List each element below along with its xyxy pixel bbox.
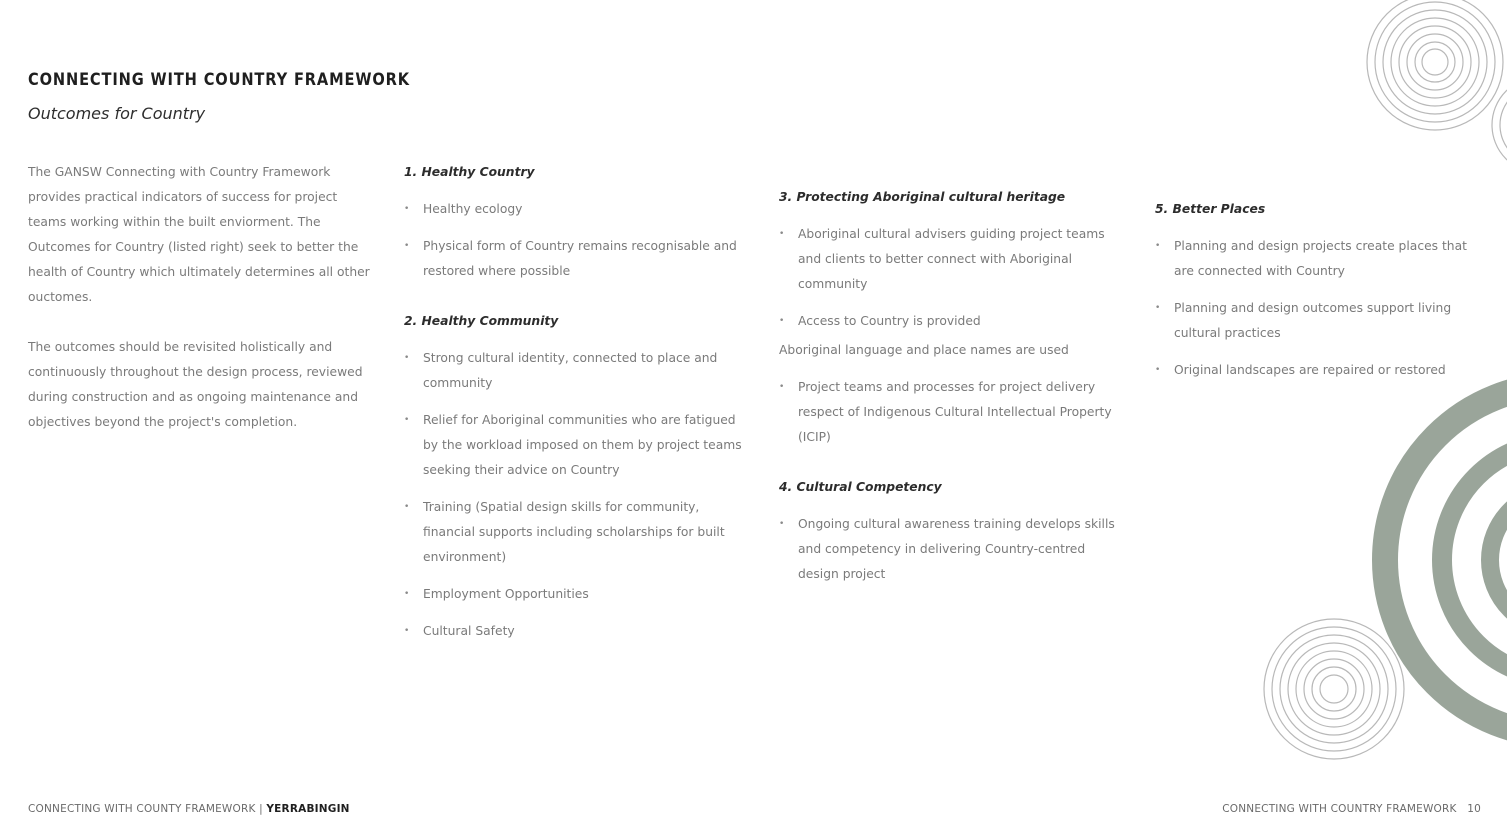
list-item: • Planning and design outcomes support li… bbox=[1155, 296, 1485, 346]
list-item: • Planning and design projects create pla… bbox=[1155, 234, 1485, 284]
list-item-text: Relief for Aboriginal communities who ar… bbox=[423, 413, 742, 477]
section-cultural-competency: 4. Cultural Competency • Ongoing cultural… bbox=[779, 475, 1119, 587]
list-item-text: Planning and design projects create plac… bbox=[1174, 239, 1467, 278]
bullet-icon: • bbox=[404, 626, 410, 636]
list-item: • Project teams and processes for project… bbox=[779, 375, 1119, 450]
list-item-text: Cultural Safety bbox=[423, 624, 515, 638]
bullet-list: • Planning and design projects create pla… bbox=[1155, 234, 1485, 383]
bullet-icon: • bbox=[779, 229, 785, 239]
section-better-places: 5. Better Places • Planning and design pr… bbox=[1155, 197, 1485, 383]
list-item: • Relief for Aboriginal communities who a… bbox=[404, 408, 744, 483]
list-item: • Access to Country is provided bbox=[779, 309, 1119, 334]
list-item-text: Planning and design outcomes support liv… bbox=[1174, 301, 1452, 340]
intro-text: The GANSW Connecting with Country Framew… bbox=[28, 160, 373, 460]
bottom-rings bbox=[1263, 618, 1405, 760]
list-item: • Training (Spatial design skills for com… bbox=[404, 495, 744, 570]
section-heading: 5. Better Places bbox=[1155, 202, 1266, 216]
footer-right: CONNECTING WITH COUNTRY FRAMEWORK 10 bbox=[1222, 803, 1481, 815]
section-healthy-community: 2. Healthy Community • Strong cultural id… bbox=[404, 309, 744, 644]
bullet-icon: • bbox=[404, 204, 410, 214]
footer-right-text: CONNECTING WITH COUNTRY FRAMEWORK bbox=[1222, 803, 1457, 815]
list-item-text: Healthy ecology bbox=[423, 202, 523, 216]
intro-paragraph: The outcomes should be revisited holisti… bbox=[28, 340, 363, 429]
bullet-icon: • bbox=[404, 502, 410, 512]
bullet-list: • Project teams and processes for project… bbox=[779, 375, 1119, 450]
intro-paragraph: The GANSW Connecting with Country Framew… bbox=[28, 165, 370, 304]
large-green-arcs bbox=[1372, 379, 1507, 741]
bullet-icon: • bbox=[404, 241, 410, 251]
bullet-icon: • bbox=[404, 353, 410, 363]
bullet-icon: • bbox=[779, 519, 785, 529]
bullet-list: • Strong cultural identity, connected to … bbox=[404, 346, 744, 644]
plain-line: Aboriginal language and place names are … bbox=[779, 343, 1069, 357]
bullet-list: • Healthy ecology • Physical form of Count… bbox=[404, 197, 744, 284]
outcomes-column-1: 1. Healthy Country • Healthy ecology • Phy… bbox=[404, 160, 744, 669]
list-item-text: Original landscapes are repaired or rest… bbox=[1174, 363, 1446, 377]
section-protecting-heritage: 3. Protecting Aboriginal cultural herita… bbox=[779, 185, 1119, 450]
bullet-icon: • bbox=[1155, 241, 1161, 251]
section-heading: 2. Healthy Community bbox=[404, 314, 559, 328]
list-item-text: Aboriginal cultural advisers guiding pro… bbox=[798, 227, 1105, 291]
outcomes-column-2: 3. Protecting Aboriginal cultural herita… bbox=[779, 185, 1119, 612]
section-heading: 3. Protecting Aboriginal cultural herita… bbox=[779, 190, 1066, 204]
list-item: • Cultural Safety bbox=[404, 619, 744, 644]
list-item-text: Strong cultural identity, connected to p… bbox=[423, 351, 718, 390]
section-heading: 4. Cultural Competency bbox=[779, 480, 942, 494]
section-healthy-country: 1. Healthy Country • Healthy ecology • Phy… bbox=[404, 160, 744, 284]
list-item-text: Employment Opportunities bbox=[423, 587, 589, 601]
page-title: CONNECTING WITH COUNTRY FRAMEWORK bbox=[28, 70, 410, 90]
bullet-icon: • bbox=[404, 415, 410, 425]
bullet-icon: • bbox=[404, 589, 410, 599]
list-item-text: Project teams and processes for project … bbox=[798, 380, 1112, 444]
list-item-text: Physical form of Country remains recogni… bbox=[423, 239, 737, 278]
top-right-rings bbox=[1366, 0, 1504, 131]
list-item: • Ongoing cultural awareness training dev… bbox=[779, 512, 1119, 587]
list-item: • Employment Opportunities bbox=[404, 582, 744, 607]
list-item-text: Access to Country is provided bbox=[798, 314, 981, 328]
footer-left: CONNECTING WITH COUNTY FRAMEWORK | YERRA… bbox=[28, 803, 350, 815]
footer-left-bold: YERRABINGIN bbox=[266, 803, 350, 815]
bullet-icon: • bbox=[779, 316, 785, 326]
list-item: • Strong cultural identity, connected to … bbox=[404, 346, 744, 396]
list-item: • Healthy ecology bbox=[404, 197, 744, 222]
list-item: • Physical form of Country remains recogn… bbox=[404, 234, 744, 284]
bullet-icon: • bbox=[779, 382, 785, 392]
section-heading: 1. Healthy Country bbox=[404, 165, 535, 179]
list-item: • Original landscapes are repaired or res… bbox=[1155, 358, 1485, 383]
list-item-text: Ongoing cultural awareness training deve… bbox=[798, 517, 1115, 581]
page-number: 10 bbox=[1467, 803, 1481, 815]
bullet-icon: • bbox=[1155, 365, 1161, 375]
page-subtitle: Outcomes for Country bbox=[28, 104, 206, 123]
bullet-list: • Ongoing cultural awareness training dev… bbox=[779, 512, 1119, 587]
right-edge-rings bbox=[1491, 89, 1507, 161]
bullet-list: • Aboriginal cultural advisers guiding pr… bbox=[779, 222, 1119, 334]
list-item: • Aboriginal cultural advisers guiding pr… bbox=[779, 222, 1119, 297]
outcomes-column-3: 5. Better Places • Planning and design pr… bbox=[1155, 197, 1485, 408]
list-item-text: Training (Spatial design skills for comm… bbox=[423, 500, 725, 564]
footer-left-text: CONNECTING WITH COUNTY FRAMEWORK | bbox=[28, 803, 267, 815]
bullet-icon: • bbox=[1155, 303, 1161, 313]
